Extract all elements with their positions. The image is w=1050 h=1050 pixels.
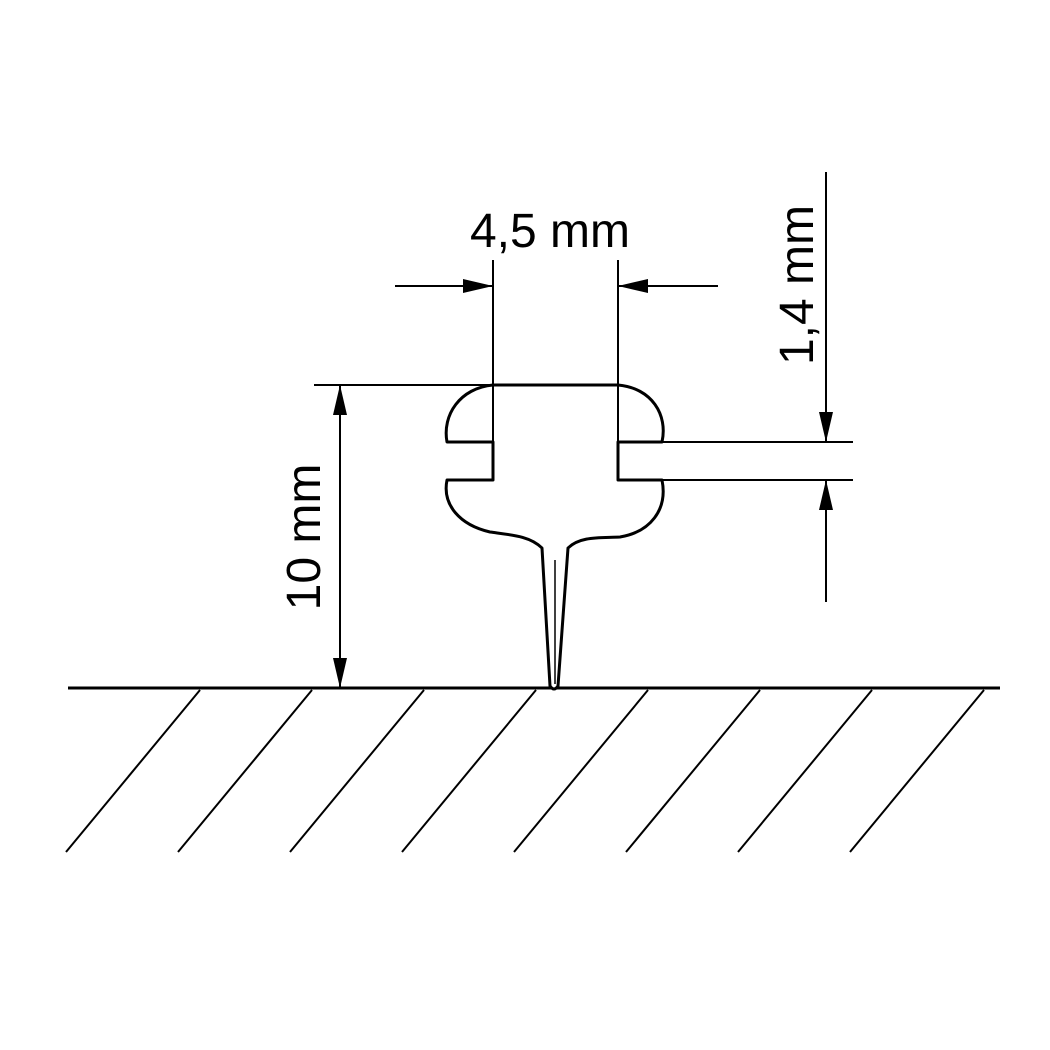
hatch-line <box>401 689 537 853</box>
ground-hatching <box>65 689 985 853</box>
hatch-line <box>625 689 761 853</box>
hatch-line <box>849 689 985 853</box>
ground <box>65 686 1000 853</box>
hatch-line <box>289 689 425 853</box>
hatch-line <box>177 689 313 853</box>
height-dimension: 10 mm <box>278 384 493 688</box>
hatch-line <box>513 689 649 853</box>
gap-label: 1,4 mm <box>771 205 824 365</box>
width-label: 4,5 mm <box>470 205 630 258</box>
hatch-line <box>737 689 873 853</box>
height-label: 10 mm <box>278 464 331 611</box>
width-dimension: 4,5 mm <box>395 205 718 442</box>
profile-outline <box>444 383 665 691</box>
hatch-line <box>65 689 201 853</box>
gap-dimension: 1,4 mm <box>618 172 853 602</box>
